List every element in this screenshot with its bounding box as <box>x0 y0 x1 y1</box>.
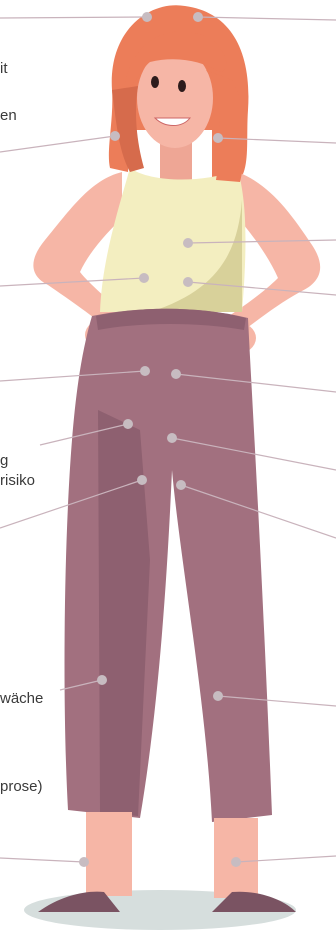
marker-dot <box>140 366 150 376</box>
marker-dot <box>137 475 147 485</box>
left-eye <box>151 76 159 88</box>
marker-dot <box>193 12 203 22</box>
marker-dot <box>176 480 186 490</box>
right-eye <box>178 80 186 92</box>
label-fragment-1: it <box>0 60 8 78</box>
left-calf <box>86 812 132 896</box>
marker-dot <box>213 691 223 701</box>
marker-dot <box>231 857 241 867</box>
marker-dot <box>183 238 193 248</box>
marker-dot <box>97 675 107 685</box>
label-fragment-5: wäche <box>0 690 43 708</box>
label-fragment-4: risiko <box>0 472 35 490</box>
label-fragment-2: en <box>0 107 17 125</box>
marker-dot <box>139 273 149 283</box>
label-fragment-6: prose) <box>0 778 43 796</box>
leader-line <box>0 17 147 18</box>
leader-line <box>0 858 84 862</box>
marker-dot <box>142 12 152 22</box>
marker-dot <box>79 857 89 867</box>
marker-dot <box>213 133 223 143</box>
marker-dot <box>110 131 120 141</box>
label-fragment-3: g <box>0 452 8 470</box>
leader-line <box>0 136 115 152</box>
marker-dot <box>123 419 133 429</box>
pants <box>65 309 272 822</box>
marker-dot <box>183 277 193 287</box>
marker-dot <box>167 433 177 443</box>
marker-dot <box>171 369 181 379</box>
